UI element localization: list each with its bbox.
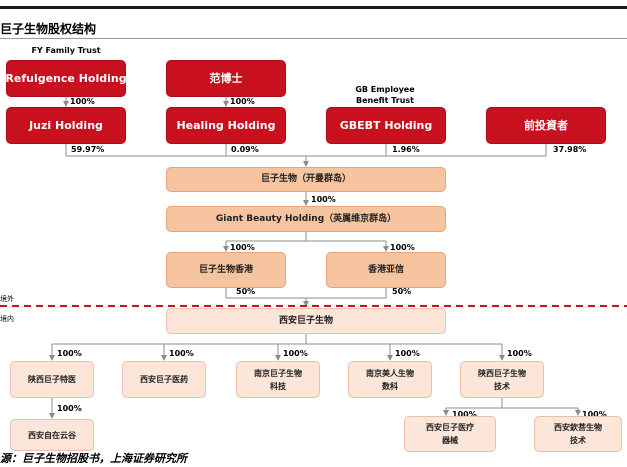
xian-device-label-line1: 西安巨子医疗 [426,423,474,432]
cayman-entity-box: 巨子生物（开曼群岛） [166,167,446,192]
xian-pharma-box: 西安巨子医药 [122,361,206,398]
pct-cayman-giant: 100% [311,195,336,204]
nanjing-beauty-box: 南京美人生物 数科 [348,361,432,398]
gbebt-holding-box: GBEBT Holding [326,107,446,144]
xian-pharma-label: 西安巨子医药 [140,375,188,384]
xian-device-label-line2: 器械 [442,436,458,445]
healing-holding-box: Healing Holding [166,107,286,144]
gb-trust-note-line1: GB Employee [355,85,415,94]
source-note: 源：巨子生物招股书，上海证券研究所 [0,452,187,465]
xian-zizai-box: 西安自在云谷 [10,419,94,451]
pct-shaanxi-bio: 100% [507,349,532,358]
juzi-holding-box: Juzi Holding [6,107,126,144]
region-offshore-label: 境外 [0,295,14,303]
xian-zizai-label: 西安自在云谷 [28,430,76,440]
shaanxi-bio-box: 陕西巨子生物 技术 [460,361,544,398]
refulgence-holding-box: Refulgence Holding [5,60,127,97]
nanjing-beauty-label-line2: 数科 [382,381,398,391]
title-rule [0,38,627,39]
pct-juzi-stake: 59.97% [71,145,105,154]
shaanxi-tech-box: 陕西巨子特医 [10,361,94,398]
pct-fanboshi-healing: 100% [230,97,255,106]
shaanxi-tech-label: 陕西巨子特医 [28,375,76,384]
region-onshore-label: 境内 [0,315,14,323]
pct-giant-hk: 100% [230,243,255,252]
pct-shaanxi-tech: 100% [57,349,82,358]
xian-entity-box: 西安巨子生物 [166,308,446,334]
fanboshi-box: 范博士 [166,60,286,97]
pct-xian-pharma: 100% [169,349,194,358]
pct-giant-yaxin: 100% [390,243,415,252]
pct-pre-ipo-stake: 37.98% [553,145,587,154]
xian-qinfu-box: 西安欽菩生物 技术 [534,416,622,452]
nanjing-tech-label-line1: 南京巨子生物 [254,368,302,378]
pct-hk-xian: 50% [236,287,256,296]
pct-nanjing-beauty: 100% [395,349,420,358]
pct-refulgence-juzi: 100% [70,97,95,106]
pct-shaanxi-bio-device: 100% [452,410,477,419]
hk-entity-box: 巨子生物香港 [166,252,286,288]
pct-gbebt-stake: 1.96% [392,145,420,154]
giant-beauty-box: Giant Beauty Holding（英属维京群岛） [166,206,446,232]
top-rule [0,6,627,9]
nanjing-tech-label-line2: 科技 [270,381,286,391]
shaanxi-bio-label-line2: 技术 [494,381,510,391]
nanjing-tech-box: 南京巨子生物 科技 [236,361,320,398]
nanjing-beauty-label-line1: 南京美人生物 [366,368,414,378]
xian-qinfu-label-line1: 西安欽菩生物 [554,423,602,432]
pct-yaxin-xian: 50% [392,287,412,296]
pre-ipo-investors-box: 前投資者 [486,107,606,144]
pct-nanjing-tech: 100% [283,349,308,358]
xian-qinfu-label-line2: 技术 [570,436,586,445]
pct-shaanxi-bio-qinfu: 100% [582,410,607,419]
gb-trust-note-line2: Benefit Trust [356,96,414,105]
shaanxi-bio-label-line1: 陕西巨子生物 [478,368,526,378]
pct-shaanxi-tech-zizai: 100% [57,404,82,413]
pct-healing-stake: 0.09% [231,145,259,154]
fy-trust-note: FY Family Trust [31,46,101,55]
page-title: 巨子生物股权结构 [0,22,97,36]
xian-device-box: 西安巨子医疗 器械 [404,416,496,452]
hk-yaxin-box: 香港亚信 [326,252,446,288]
